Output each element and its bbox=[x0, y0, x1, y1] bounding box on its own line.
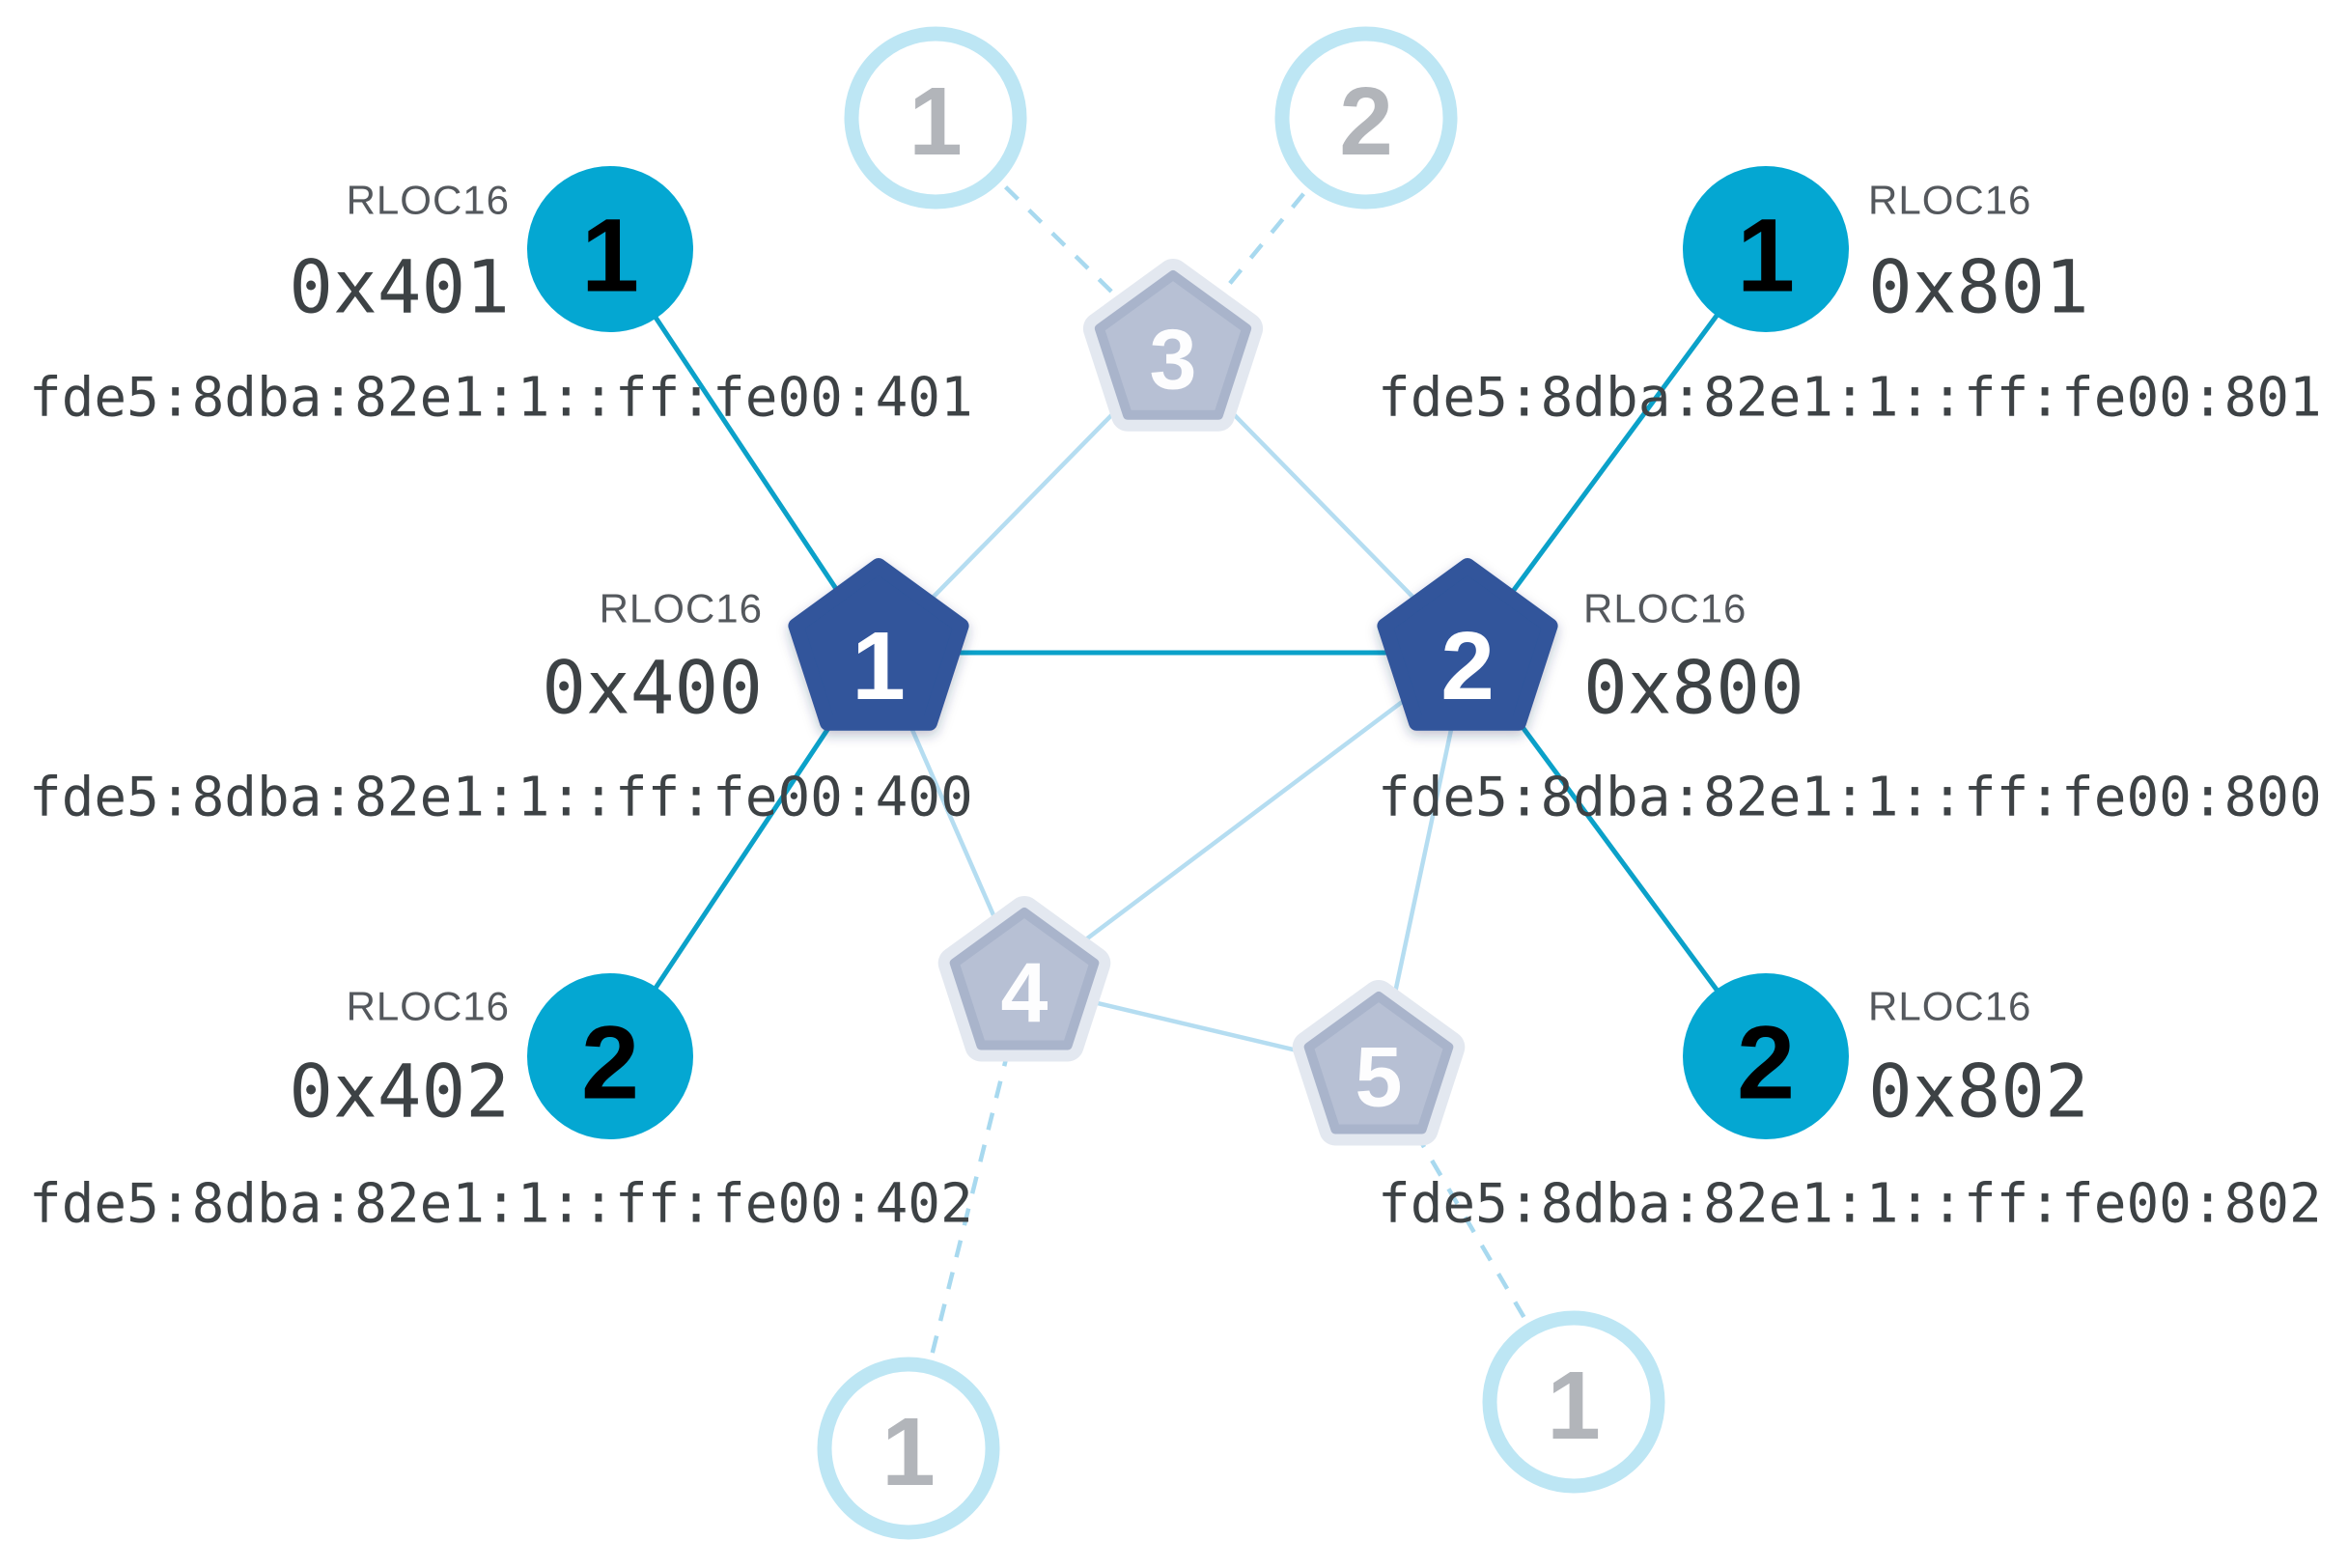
child-circle bbox=[527, 973, 693, 1139]
rloc16-value: 0x402 bbox=[289, 1049, 510, 1134]
rloc16-caption: RLOC16 bbox=[1583, 586, 1747, 631]
node-child-801[interactable]: 1 bbox=[1683, 166, 1849, 332]
node-number: 3 bbox=[1150, 312, 1197, 407]
child-circle bbox=[1683, 973, 1849, 1139]
labels-child-801: RLOC16 0x801 fde5:8dba:82e1:1::ff:fe00:8… bbox=[1378, 178, 2322, 430]
node-number: 1 bbox=[1737, 197, 1795, 314]
faded-child-circle bbox=[1482, 1310, 1665, 1494]
rloc16-value: 0x800 bbox=[1583, 645, 1804, 731]
rloc16-value: 0x400 bbox=[542, 645, 763, 731]
child-circle bbox=[527, 166, 693, 332]
ipv6-address: fde5:8dba:82e1:1::ff:fe00:802 bbox=[1378, 1173, 2322, 1236]
ipv6-address: fde5:8dba:82e1:1::ff:fe00:401 bbox=[29, 367, 973, 430]
faded-child-circle bbox=[1274, 26, 1458, 210]
rloc16-caption: RLOC16 bbox=[1868, 984, 2031, 1029]
labels-child-401: RLOC16 0x401 fde5:8dba:82e1:1::ff:fe00:4… bbox=[29, 178, 973, 430]
rloc16-caption: RLOC16 bbox=[600, 586, 763, 631]
node-number: 1 bbox=[881, 1398, 936, 1506]
rloc16-value: 0x401 bbox=[289, 244, 510, 330]
node-number: 1 bbox=[581, 197, 639, 314]
faded-child-circle bbox=[844, 26, 1027, 210]
node-number: 2 bbox=[1339, 68, 1393, 176]
labels-router-2: RLOC16 0x800 fde5:8dba:82e1:1::ff:fe00:8… bbox=[1378, 586, 2322, 829]
node-child-top-2[interactable]: 2 bbox=[1274, 26, 1458, 210]
node-child-402[interactable]: 2 bbox=[527, 973, 693, 1139]
rloc16-caption: RLOC16 bbox=[347, 178, 510, 223]
node-number: 2 bbox=[581, 1004, 639, 1121]
child-circle bbox=[1683, 166, 1849, 332]
rloc16-caption: RLOC16 bbox=[1868, 178, 2031, 223]
node-child-401[interactable]: 1 bbox=[527, 166, 693, 332]
labels-child-802: RLOC16 0x802 fde5:8dba:82e1:1::ff:fe00:8… bbox=[1378, 984, 2322, 1236]
ipv6-address: fde5:8dba:82e1:1::ff:fe00:400 bbox=[29, 767, 973, 829]
rloc16-value: 0x801 bbox=[1868, 244, 2089, 330]
ipv6-address: fde5:8dba:82e1:1::ff:fe00:801 bbox=[1378, 367, 2322, 430]
ipv6-address: fde5:8dba:82e1:1::ff:fe00:402 bbox=[29, 1173, 973, 1236]
node-child-bottom-2[interactable]: 1 bbox=[1482, 1310, 1665, 1494]
node-number: 4 bbox=[1001, 945, 1048, 1041]
node-number: 2 bbox=[1440, 612, 1495, 720]
node-router-4[interactable]: 4 bbox=[937, 896, 1111, 1062]
faded-router-pentagon bbox=[1094, 270, 1252, 420]
node-child-bottom-1[interactable]: 1 bbox=[817, 1357, 1000, 1540]
node-router-1[interactable]: 1 bbox=[788, 558, 969, 731]
faded-router-pentagon bbox=[949, 908, 1100, 1050]
node-router-5[interactable]: 5 bbox=[1292, 980, 1466, 1146]
router-pentagon bbox=[788, 558, 969, 731]
rloc16-value: 0x802 bbox=[1868, 1049, 2089, 1134]
rloc16-caption: RLOC16 bbox=[347, 984, 510, 1029]
node-router-2[interactable]: 2 bbox=[1377, 558, 1558, 731]
faded-child-circle bbox=[817, 1357, 1000, 1540]
ipv6-address: fde5:8dba:82e1:1::ff:fe00:800 bbox=[1378, 767, 2322, 829]
router-pentagon bbox=[1377, 558, 1558, 731]
faded-router-pentagon bbox=[1303, 992, 1454, 1134]
node-child-top-1[interactable]: 1 bbox=[844, 26, 1027, 210]
labels-child-402: RLOC16 0x402 fde5:8dba:82e1:1::ff:fe00:4… bbox=[29, 984, 973, 1236]
node-router-3[interactable]: 3 bbox=[1082, 259, 1264, 432]
link-router4-router2 bbox=[1022, 651, 1469, 988]
node-child-802[interactable]: 2 bbox=[1683, 973, 1849, 1139]
node-number: 1 bbox=[852, 612, 906, 720]
link-child801-router2 bbox=[1465, 247, 1769, 655]
node-number: 5 bbox=[1356, 1029, 1403, 1125]
node-number: 1 bbox=[908, 68, 963, 176]
node-number: 2 bbox=[1737, 1004, 1795, 1121]
labels-router-1: RLOC16 0x400 fde5:8dba:82e1:1::ff:fe00:4… bbox=[29, 586, 973, 829]
node-number: 1 bbox=[1547, 1352, 1601, 1460]
